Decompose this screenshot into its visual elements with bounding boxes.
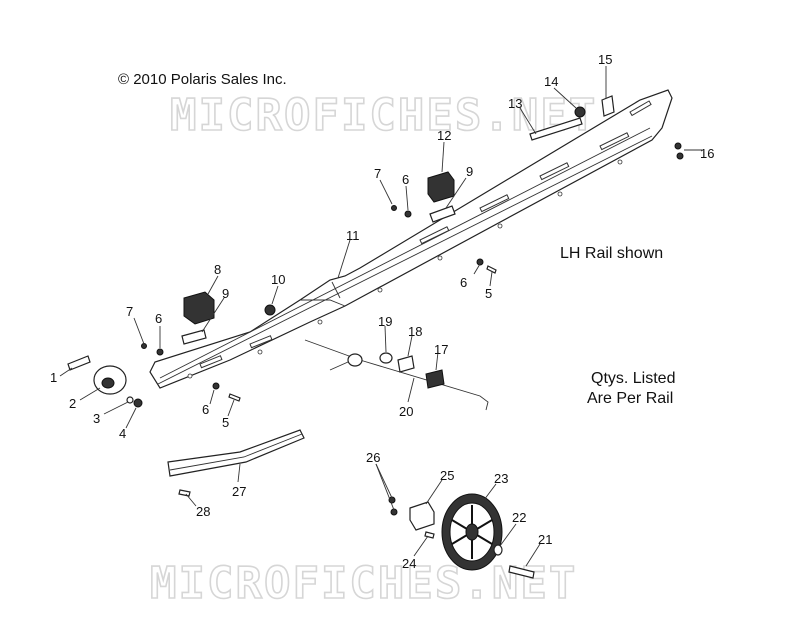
callout-9b: 9 <box>466 164 473 179</box>
callout-24: 24 <box>402 556 416 571</box>
fastener-7a <box>141 343 147 349</box>
fastener-6a <box>156 348 164 356</box>
rail-holes <box>187 159 623 379</box>
callout-2: 2 <box>69 396 76 411</box>
rail-tip <box>93 365 127 395</box>
callout-20: 20 <box>399 404 413 419</box>
screw-28 <box>178 489 191 497</box>
callout-27: 27 <box>232 484 246 499</box>
wear-strip-27 <box>167 429 305 477</box>
callout-17: 17 <box>434 342 448 357</box>
spring-coil <box>347 353 363 367</box>
rear-bracket <box>601 95 615 117</box>
callout-25: 25 <box>440 468 454 483</box>
rail-part <box>149 89 673 389</box>
hub-25 <box>409 501 435 531</box>
bolt-21 <box>508 565 535 579</box>
spring-rod-20 <box>304 339 489 411</box>
fastener-7b <box>391 205 397 211</box>
slider-block-12 <box>427 171 455 203</box>
idler-wheel-23 <box>441 493 503 571</box>
callout-28: 28 <box>196 504 210 519</box>
fastener-6c <box>404 210 412 218</box>
rail-note: LH Rail shown <box>560 245 663 262</box>
callout-8: 8 <box>214 262 221 277</box>
watermark-bottom: MICROFICHES.NET <box>150 558 577 609</box>
callout-5a: 5 <box>222 415 229 430</box>
pin-9-front <box>181 329 207 345</box>
screw-16a <box>674 142 682 150</box>
qty-note-line1: Qtys. Listed <box>591 370 675 387</box>
callout-26: 26 <box>366 450 380 465</box>
callout-11: 11 <box>346 228 360 243</box>
callout-19: 19 <box>378 314 392 329</box>
callout-4: 4 <box>119 426 126 441</box>
screw-16b <box>676 152 684 160</box>
callout-3: 3 <box>93 411 100 426</box>
callout-13: 13 <box>508 96 522 111</box>
fastener-6b <box>212 382 220 390</box>
callout-21: 21 <box>538 532 552 547</box>
bushing-17 <box>425 369 445 389</box>
callout-5b: 5 <box>485 286 492 301</box>
washer-22 <box>493 544 503 556</box>
callout-22: 22 <box>512 510 526 525</box>
nut-10 <box>264 304 276 316</box>
bolt-1 <box>67 355 91 371</box>
bolt-5a <box>228 393 241 402</box>
washer-19 <box>379 352 393 364</box>
callouts: 1 2 3 4 5 5 6 6 6 6 7 7 8 9 9 10 11 12 1… <box>50 52 714 571</box>
washer-3 <box>126 396 134 404</box>
fastener-6d <box>476 258 484 266</box>
callout-6b: 6 <box>202 402 209 417</box>
bolt-5b <box>486 265 497 274</box>
callout-16: 16 <box>700 146 714 161</box>
callout-6a: 6 <box>155 311 162 326</box>
qty-note-line2: Are Per Rail <box>587 390 673 407</box>
pin-9-rear <box>429 205 456 223</box>
bolt-13 <box>529 117 583 141</box>
leader-lines <box>59 66 702 567</box>
callout-23: 23 <box>494 471 508 486</box>
callout-1: 1 <box>50 370 57 385</box>
callout-14: 14 <box>544 74 558 89</box>
callout-7a: 7 <box>126 304 133 319</box>
callout-12: 12 <box>437 128 451 143</box>
nut-4 <box>133 398 143 408</box>
callout-10: 10 <box>271 272 285 287</box>
copyright-text: © 2010 Polaris Sales Inc. <box>118 71 287 88</box>
rail-slots <box>199 100 652 369</box>
nut-14 <box>574 106 586 118</box>
bolt-24 <box>424 531 435 539</box>
callout-6c: 6 <box>402 172 409 187</box>
spacer-18 <box>397 355 415 373</box>
callout-15: 15 <box>598 52 612 67</box>
callout-18: 18 <box>408 324 422 339</box>
callout-6d: 6 <box>460 275 467 290</box>
slider-block-8 <box>183 291 215 325</box>
callout-9a: 9 <box>222 286 229 301</box>
callout-7b: 7 <box>374 166 381 181</box>
